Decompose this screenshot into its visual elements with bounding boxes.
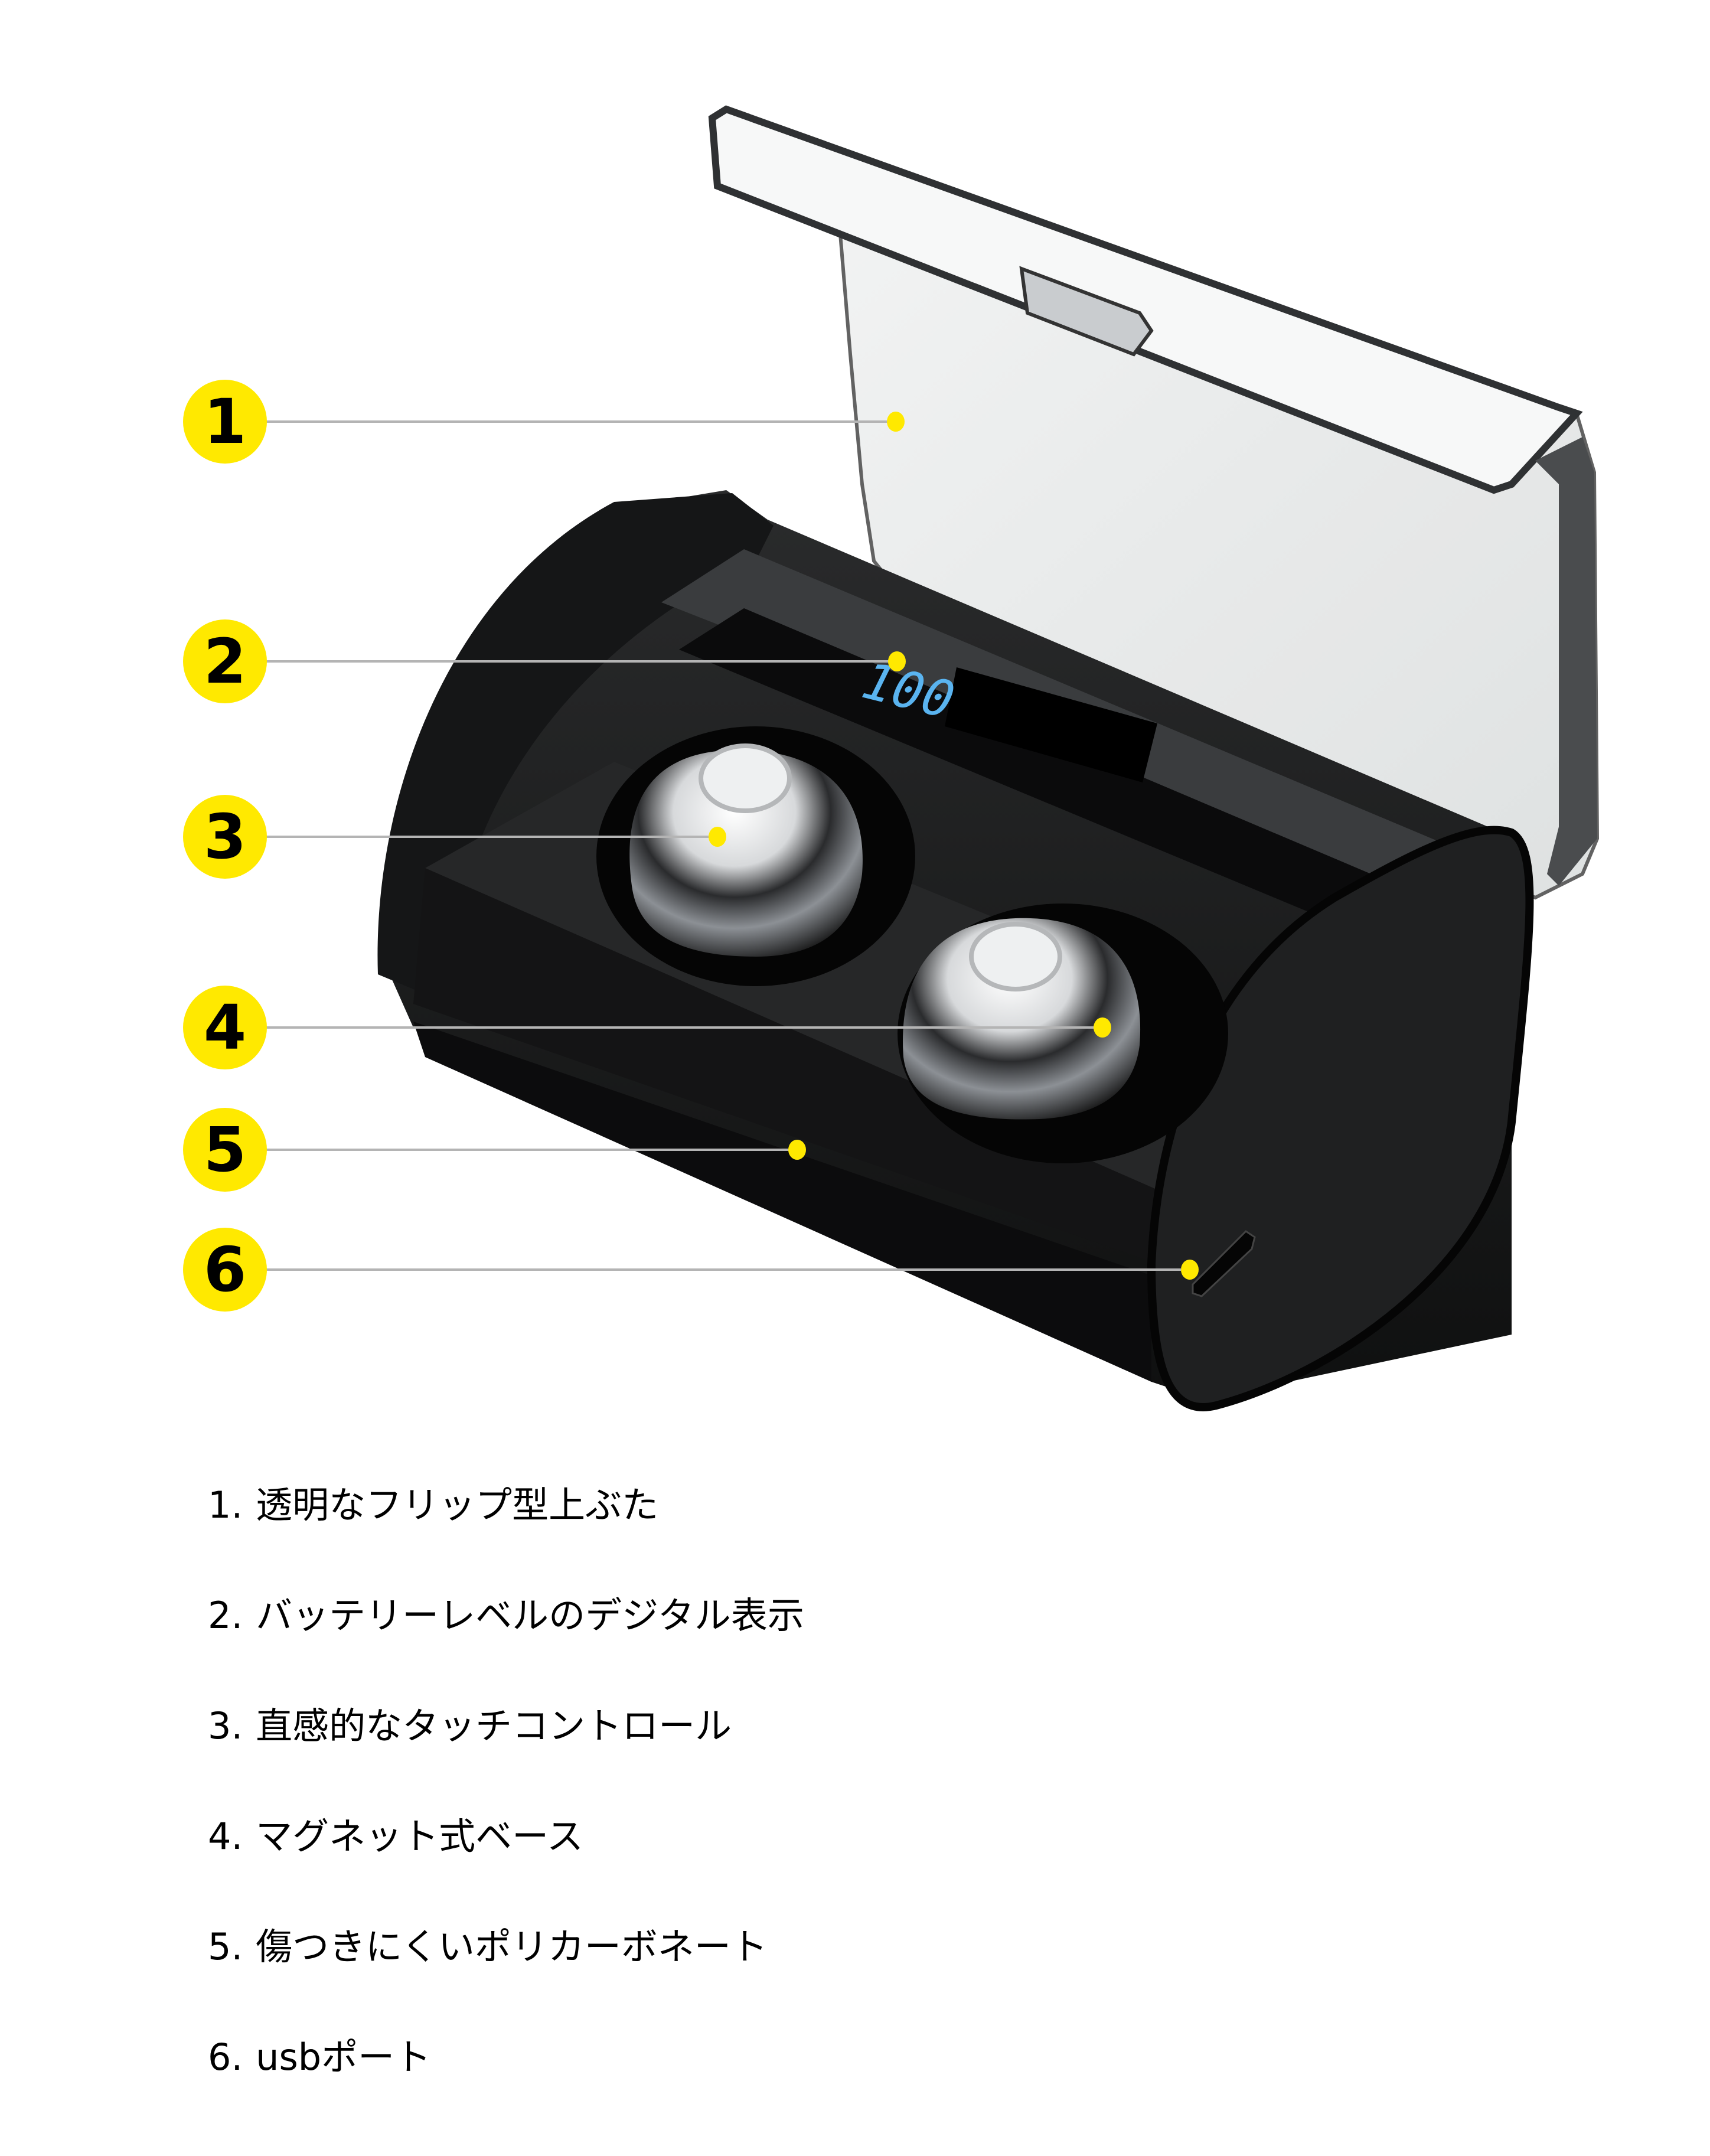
feature-number: 4. — [208, 1814, 243, 1858]
callout-badge-4: 4 — [183, 986, 267, 1069]
callout-badge-2: 2 — [183, 619, 267, 703]
badge-number: 6 — [203, 1234, 247, 1306]
callout-badge-6: 6 — [183, 1228, 267, 1312]
callout-dot-4 — [1094, 1017, 1111, 1038]
right-earbud — [898, 904, 1228, 1163]
feature-item: 1. 透明なフリップ型上ぶた — [208, 1450, 804, 1560]
feature-label: 透明なフリップ型上ぶた — [256, 1483, 659, 1527]
callout-dot-2 — [888, 651, 906, 671]
callout-dot-6 — [1181, 1260, 1199, 1280]
badge-number: 4 — [203, 991, 247, 1064]
callout-leader-1 — [266, 420, 889, 423]
badge-number: 1 — [203, 386, 247, 458]
feature-label: マグネット式ベース — [256, 1814, 584, 1858]
feature-item: 2. バッテリーレベルのデジタル表示 — [208, 1560, 804, 1671]
feature-item: 5. 傷つきにくいポリカーボネート — [208, 1891, 804, 2002]
callout-badge-1: 1 — [183, 380, 267, 464]
feature-label: 傷つきにくいポリカーボネート — [256, 1925, 768, 1968]
feature-number: 3. — [208, 1704, 243, 1747]
touch-control-ring — [699, 743, 792, 813]
feature-number: 2. — [208, 1593, 243, 1637]
feature-item: 3. 直感的なタッチコントロール — [208, 1671, 804, 1781]
callout-badge-3: 3 — [183, 795, 267, 879]
feature-label: usbポート — [256, 2035, 432, 2079]
badge-number: 5 — [203, 1114, 247, 1186]
callout-dot-1 — [887, 412, 905, 432]
feature-number: 1. — [208, 1483, 243, 1527]
badge-number: 3 — [203, 801, 247, 873]
callout-leader-5 — [266, 1149, 789, 1151]
callout-leader-2 — [266, 660, 889, 663]
feature-item: 6. usbポート — [208, 2002, 804, 2112]
feature-label: バッテリーレベルのデジタル表示 — [256, 1593, 804, 1637]
callout-leader-3 — [266, 836, 710, 838]
left-earbud — [596, 726, 915, 986]
callout-dot-3 — [709, 827, 726, 847]
earbuds-charging-case-illustration: 100 — [377, 105, 1600, 1411]
feature-number: 5. — [208, 1925, 243, 1968]
transparent-flip-lid — [708, 105, 1600, 900]
feature-item: 4. マグネット式ベース — [208, 1781, 804, 1891]
feature-number: 6. — [208, 2035, 243, 2079]
badge-number: 2 — [203, 625, 247, 697]
callout-badge-5: 5 — [183, 1108, 267, 1192]
touch-control-ring — [969, 922, 1062, 991]
feature-list: 1. 透明なフリップ型上ぶた 2. バッテリーレベルのデジタル表示 3. 直感的… — [208, 1450, 804, 2112]
callout-leader-4 — [266, 1026, 1095, 1029]
callout-leader-6 — [266, 1268, 1181, 1271]
callout-dot-5 — [788, 1140, 806, 1160]
usb-port — [1192, 1230, 1256, 1297]
feature-label: 直感的なタッチコントロール — [256, 1704, 732, 1747]
